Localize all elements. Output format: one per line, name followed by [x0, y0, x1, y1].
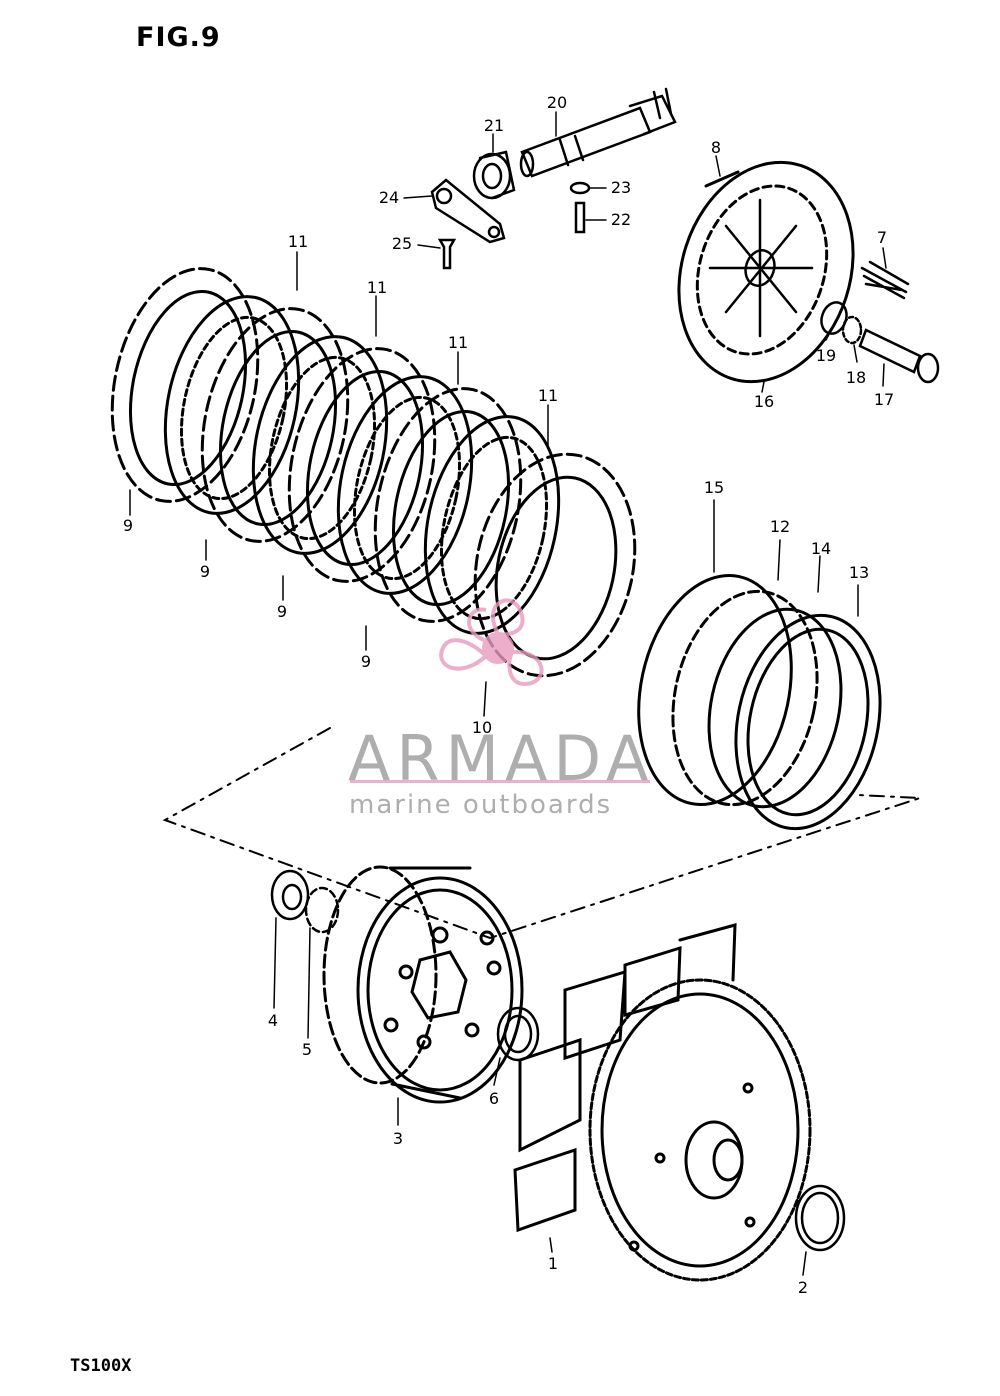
driven-plate — [251, 335, 389, 555]
drive-plate-inner — [305, 369, 425, 567]
thrust-washer-6 — [496, 1006, 540, 1062]
clutch-sleeve-hub — [322, 865, 524, 1104]
pin — [704, 170, 740, 188]
callout-22: 22 — [610, 210, 632, 229]
release-shaft — [519, 87, 677, 178]
callout-5: 5 — [301, 1040, 313, 1059]
bearing-18 — [841, 315, 863, 345]
callout-23: 23 — [610, 178, 632, 197]
ring-12 — [671, 589, 819, 807]
washer-4 — [270, 869, 310, 921]
callout-15: 15 — [703, 478, 725, 497]
assembly-guide-line — [162, 727, 921, 940]
watermark-underline — [350, 780, 650, 783]
callout-2: 2 — [797, 1278, 809, 1297]
callout-9-b: 9 — [199, 562, 211, 581]
callout-6: 6 — [488, 1089, 500, 1108]
circlip-2 — [794, 1184, 846, 1252]
washer-19 — [820, 301, 848, 335]
callout-18: 18 — [845, 368, 867, 387]
callout-25: 25 — [391, 234, 413, 253]
pressure-plate — [677, 160, 855, 384]
callout-10: 10 — [471, 718, 493, 737]
callout-1: 1 — [547, 1254, 559, 1273]
callout-11-c: 11 — [447, 333, 469, 352]
drive-plate — [373, 387, 523, 623]
callout-7: 7 — [876, 228, 888, 247]
callout-11-b: 11 — [366, 278, 388, 297]
callout-17: 17 — [873, 390, 895, 409]
watermark-brand: ARMADA — [348, 722, 655, 795]
callout-21: 21 — [483, 116, 505, 135]
driven-plate-inner — [352, 395, 462, 581]
model-label: TS100X — [70, 1356, 132, 1376]
driven-plate-inner — [439, 435, 549, 621]
spacer-5 — [304, 886, 340, 934]
spring-13-inner — [746, 627, 870, 817]
washer-4-inner — [281, 883, 303, 911]
callout-9-a: 9 — [122, 516, 134, 535]
callout-24: 24 — [378, 188, 400, 207]
drive-plate-inner — [128, 289, 248, 487]
thrust-washer-6-inner — [503, 1014, 533, 1054]
release-bolts — [437, 181, 591, 270]
callout-4: 4 — [267, 1011, 279, 1030]
driven-plate — [163, 295, 301, 515]
callout-13: 13 — [848, 563, 870, 582]
drive-plate — [200, 307, 350, 543]
callout-11-d: 11 — [537, 386, 559, 405]
driven-plate-inner — [267, 355, 377, 541]
clutch-cushion-rings — [637, 573, 882, 831]
callout-8: 8 — [710, 138, 722, 157]
driven-plate — [423, 415, 561, 635]
push-piece — [858, 328, 940, 384]
figure-title: FIG.9 — [136, 22, 221, 53]
spring-13 — [734, 613, 882, 831]
ring-15 — [637, 573, 793, 807]
drive-plate-inner — [218, 329, 338, 527]
callout-20: 20 — [546, 93, 568, 112]
driven-plate — [336, 375, 474, 595]
callout-16: 16 — [753, 392, 775, 411]
release-arm — [430, 178, 506, 244]
clutch-housing — [513, 923, 812, 1282]
oil-seal — [472, 150, 516, 200]
circlip-2-inner — [800, 1191, 840, 1245]
drive-plate — [287, 347, 437, 583]
clutch-plate-stack — [110, 267, 637, 678]
watermark-tagline: marine outboards — [349, 790, 613, 820]
watermark-logo-icon — [439, 598, 544, 687]
clutch-spring — [860, 260, 910, 300]
drive-plate-inner — [391, 409, 511, 607]
callout-3: 3 — [392, 1129, 404, 1148]
callout-19: 19 — [815, 346, 837, 365]
drive-plate-10 — [473, 452, 637, 678]
leader-lines — [129, 111, 887, 1276]
callout-14: 14 — [810, 539, 832, 558]
driven-plate-inner — [179, 315, 289, 501]
callout-9-c: 9 — [276, 602, 288, 621]
drive-plate — [110, 267, 260, 503]
callout-12: 12 — [769, 517, 791, 536]
callout-9-d: 9 — [360, 652, 372, 671]
callout-11-a: 11 — [287, 232, 309, 251]
